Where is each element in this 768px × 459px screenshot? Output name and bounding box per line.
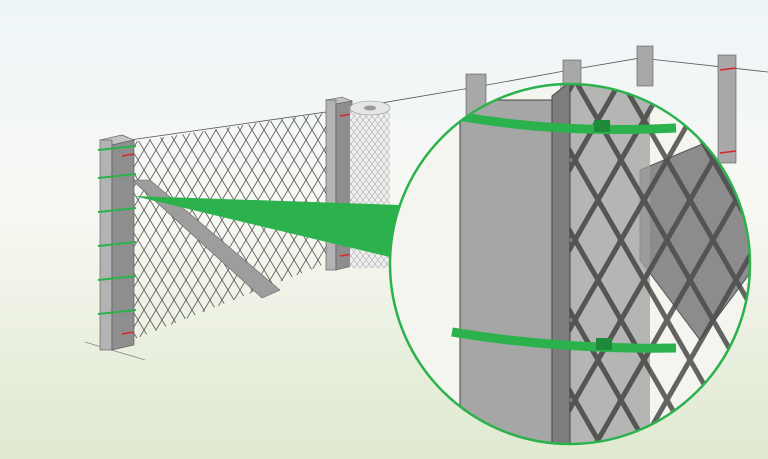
diagonal-brace [131, 179, 281, 299]
chain-link-mesh [132, 112, 330, 340]
zip-tie-bottom [451, 327, 677, 353]
magnify-pointer [134, 196, 400, 258]
ground-line [84, 341, 146, 361]
fence-post-distant [465, 45, 737, 164]
fence-post-left [97, 134, 137, 351]
top-wire [129, 57, 768, 141]
magnified-detail [388, 82, 752, 446]
zip-tie-top [457, 111, 677, 134]
